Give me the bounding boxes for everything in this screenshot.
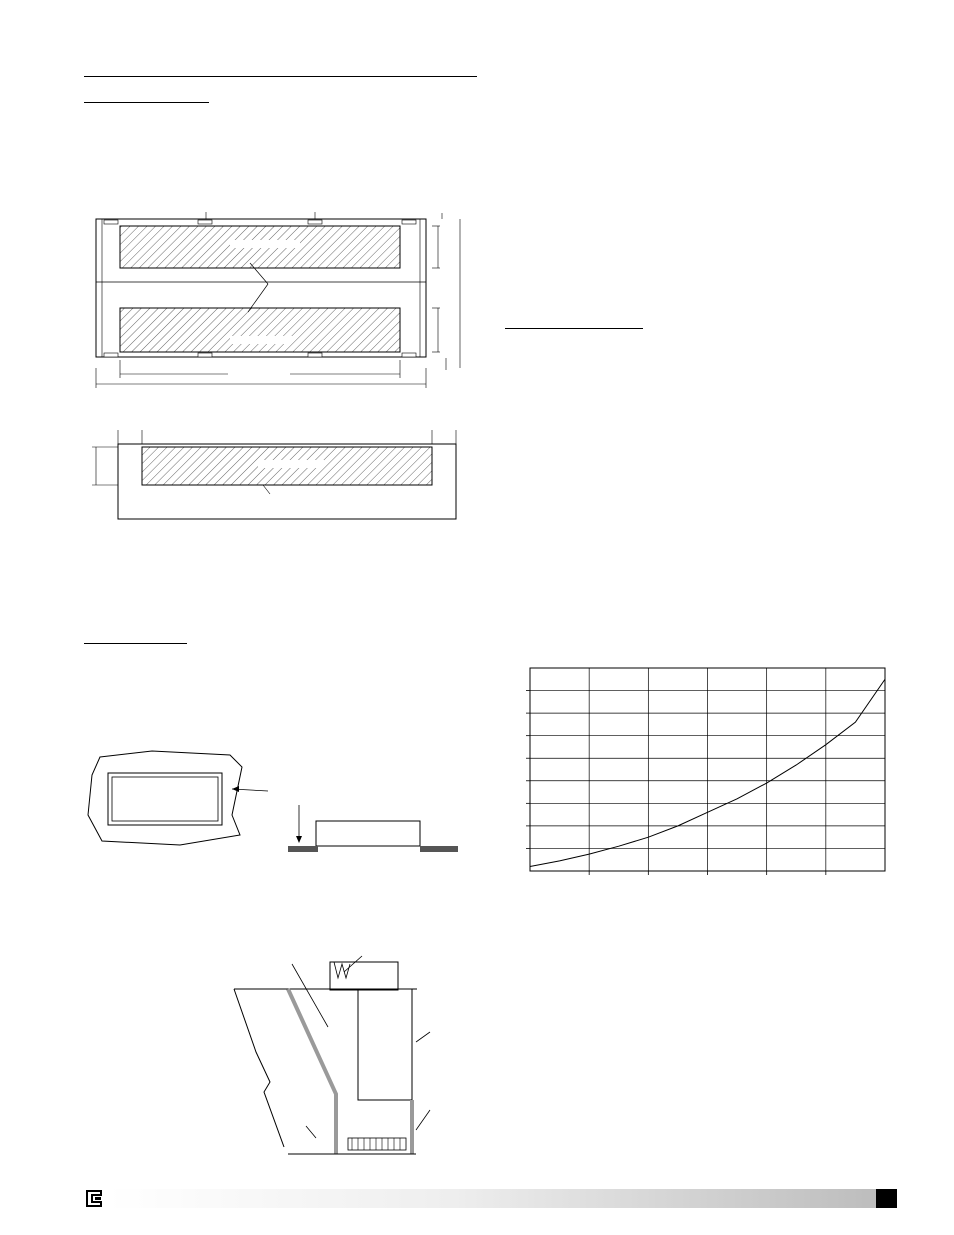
page-number-box <box>876 1189 897 1208</box>
hatched-panel-lower <box>119 307 401 353</box>
brand-logo-icon <box>84 1189 104 1208</box>
section-underline-3 <box>84 643 187 644</box>
opening-sketch <box>87 750 458 852</box>
section-drawing <box>233 955 431 1155</box>
footer-gradient-bar <box>108 1189 876 1208</box>
top-header-rule <box>84 76 477 77</box>
series-line-0 <box>529 678 886 867</box>
top-plan-drawing <box>95 212 461 388</box>
section-underline-1 <box>84 102 209 103</box>
line-chart <box>526 667 886 875</box>
side-plan-drawing <box>92 430 457 520</box>
section-underline-2 <box>505 328 643 329</box>
